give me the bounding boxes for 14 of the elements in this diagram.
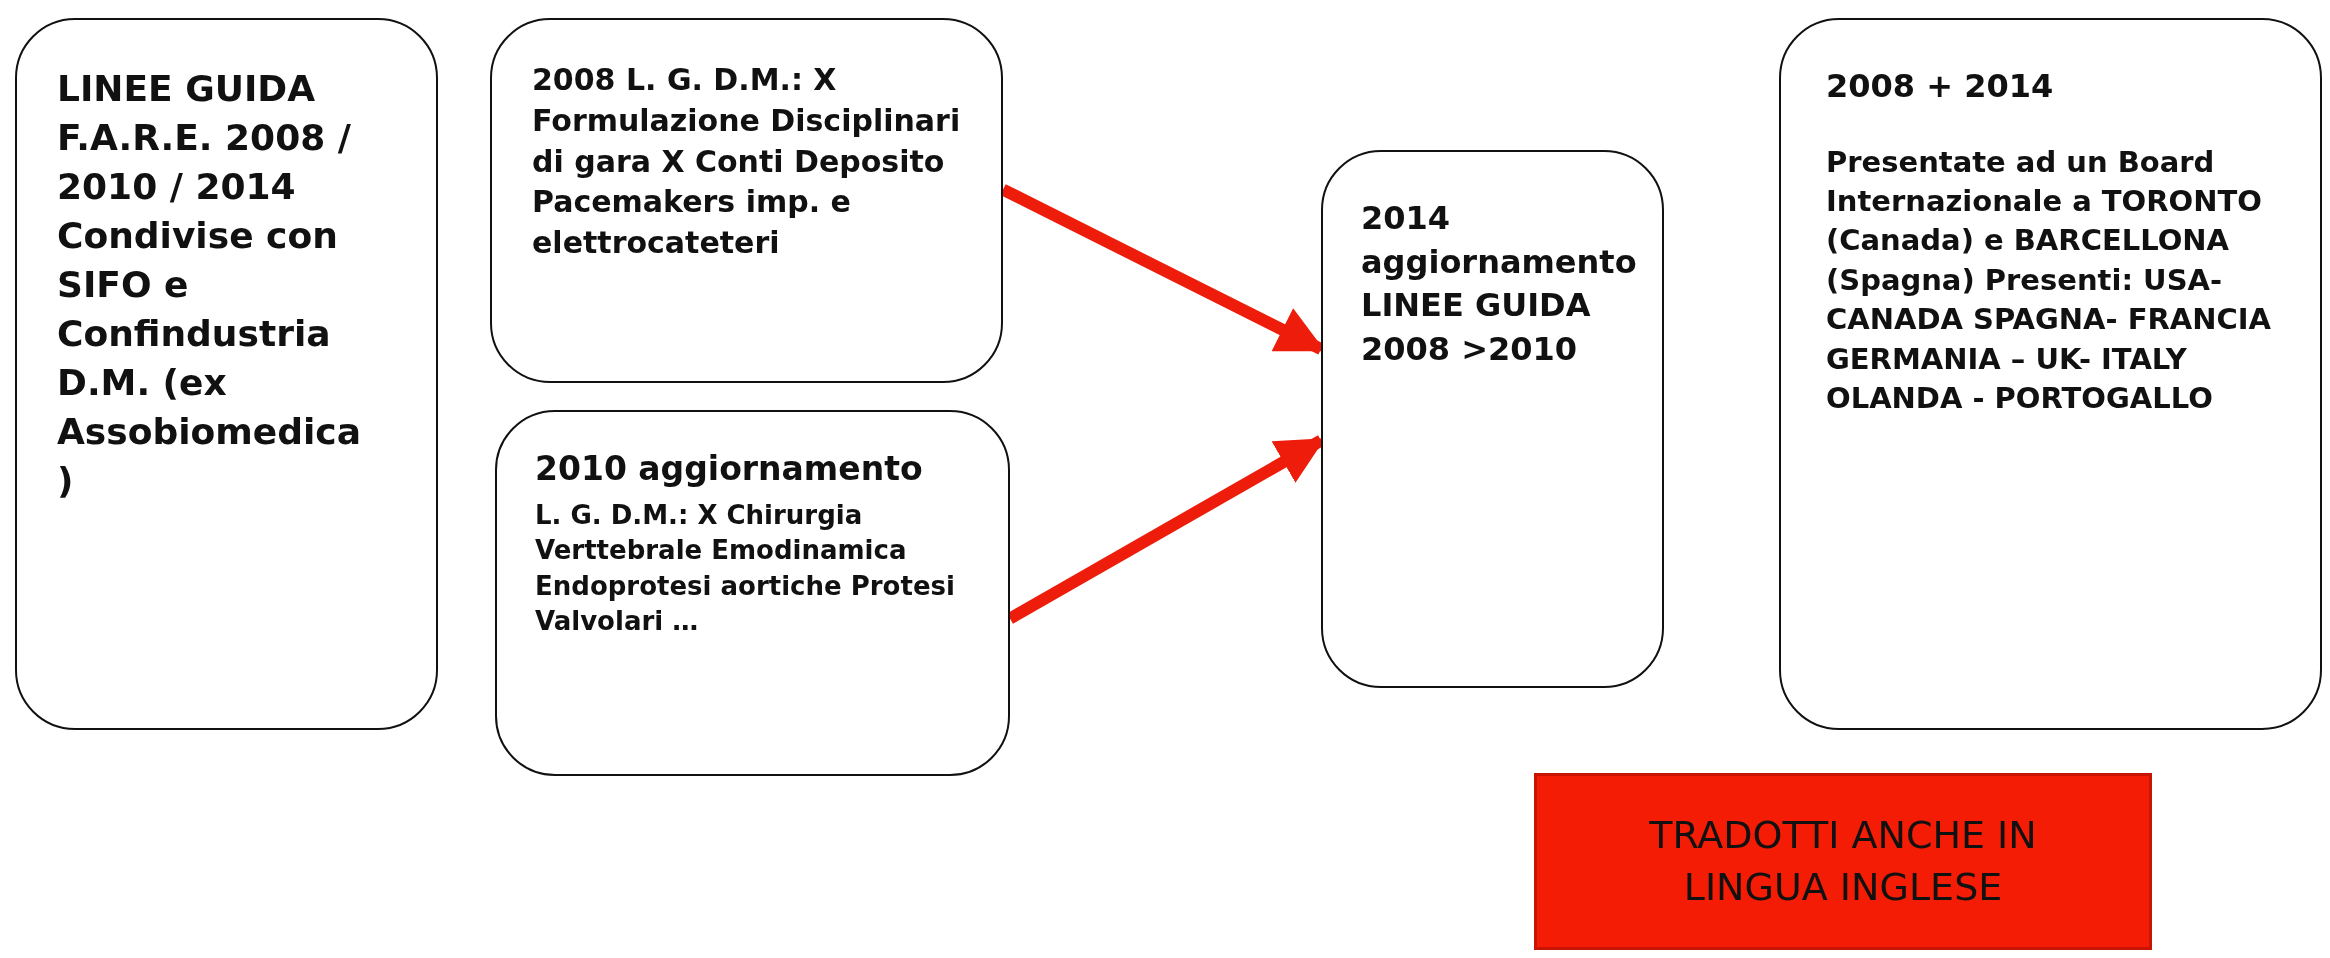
box-text: 2014 aggiornamento LINEE GUIDA 2008 >2010	[1361, 198, 1637, 370]
box-text: L. G. D.M.: X Chirurgia Verttebrale Emodinamica Endoprotesi aortiche Protesi Valvolari …	[535, 498, 956, 638]
text-box	[15, 18, 438, 730]
text-box	[1779, 18, 2322, 730]
note-box	[1534, 773, 2152, 950]
box-text: TRADOTTI ANCHE IN LINGUA INGLESE	[1648, 811, 2038, 911]
text-box	[495, 410, 1010, 776]
box-heading: 2010 aggiornamento	[535, 448, 924, 490]
box-text: LINEE GUIDA F.A.R.E. 2008 / 2010 / 2014 Condivise con SIFO e Confindustria D.M. (ex Assobiomedica)	[57, 67, 362, 503]
box-heading: 2008 + 2014	[1826, 66, 2055, 107]
text-box	[490, 18, 1003, 383]
box-text: 2008 L. G. D.M.: X Formulazione Disciplinari di gara X Conti Deposito Pacemakers imp. e elettrocateteri	[532, 61, 961, 263]
box-text: Presentate ad un Board Internazionale a TORONTO (Canada) e BARCELLONA (Spagna) Presenti: USA- CANADA SPAGNA- FRANCIA GERMANIA – UK- ITALY OLANDA - PORTOGALLO	[1826, 143, 2272, 418]
text-box	[1321, 150, 1664, 688]
